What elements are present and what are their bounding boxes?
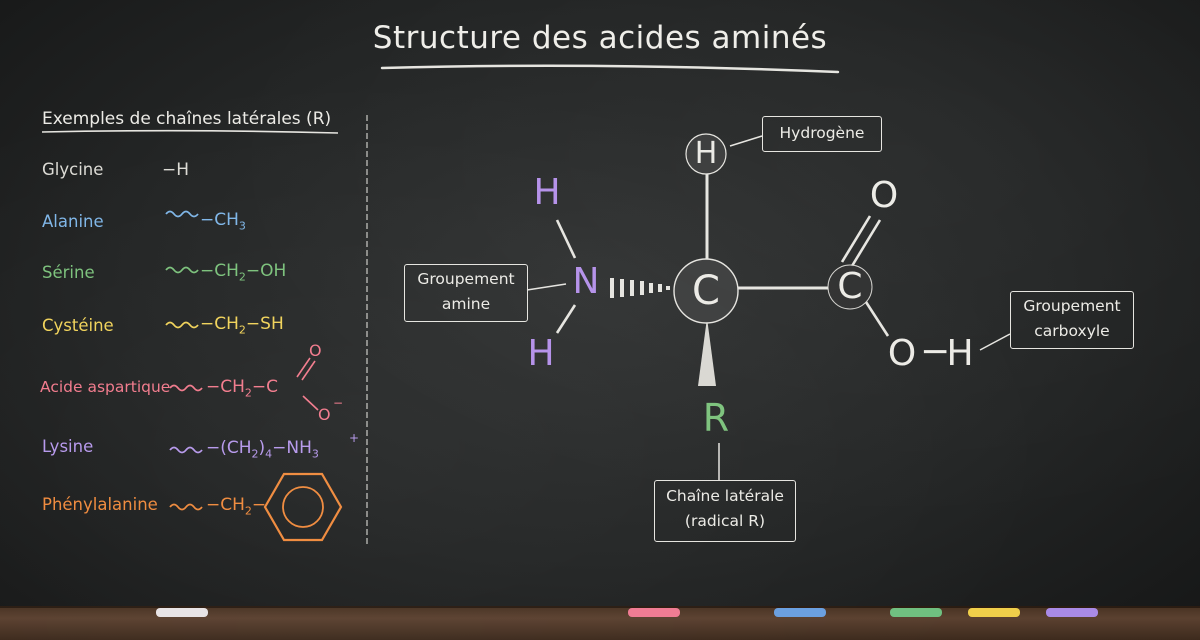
atom-carbon-alpha: C: [692, 268, 720, 314]
legend-name-cysteine: Cystéine: [42, 316, 114, 335]
wave-alanine: [165, 210, 199, 218]
bond-n-h-top: [555, 219, 577, 259]
title-underline: [380, 64, 840, 74]
asp-double-bond-a: [296, 357, 311, 378]
formula-cysteine: −CH2−SH: [200, 314, 284, 337]
wave-phenylalanine: [169, 503, 203, 511]
formula-alanine: −CH3: [200, 210, 246, 233]
atom-carboxyl-carbon: C: [837, 266, 863, 307]
legend-name-glycine: Glycine: [42, 160, 104, 179]
atom-hydroxyl-hydrogen: H: [946, 333, 974, 374]
bond-c-oh: [864, 301, 890, 337]
asp-single-bond: [302, 395, 319, 411]
atom-hydrogen-top: H: [694, 136, 718, 171]
lysine-positive-charge: +: [349, 431, 360, 445]
bond-c-o-double-a: [840, 215, 872, 263]
formula-glycine: −H: [162, 160, 190, 180]
chalk-stick-purple: [1046, 608, 1098, 617]
bond-c-o-double-b: [850, 219, 882, 267]
atom-amine-hydrogen-top: H: [533, 172, 561, 213]
label-carboxyl-group: Groupement carboxyle: [1010, 291, 1134, 349]
legend-name-lysine: Lysine: [42, 437, 94, 456]
wave-serine: [165, 266, 199, 274]
chalk-stick-green: [890, 608, 942, 617]
wave-lysine: [169, 446, 203, 454]
label-amine-group: Groupement amine: [404, 264, 528, 322]
legend-name-phenylalanine: Phénylalanine: [42, 495, 158, 514]
page-title: Structure des acides aminés: [372, 20, 828, 56]
asp-anion-oxygen: O: [318, 405, 331, 424]
carboxyl-halo: [827, 264, 873, 310]
formula-serine: −CH2−OH: [200, 261, 287, 284]
wave-cysteine: [165, 321, 199, 329]
formula-phenylalanine: −CH2−: [206, 495, 267, 518]
atom-amine-hydrogen-bottom: H: [527, 333, 555, 374]
legend-name-serine: Sérine: [42, 263, 95, 282]
atom-nitrogen: N: [572, 261, 600, 302]
hydrogen-top-halo: [685, 133, 727, 175]
wave-aspartate: [169, 384, 203, 392]
leader-amine: [526, 283, 567, 291]
legend-name-aspartic-acid: Acide aspartique: [40, 378, 171, 396]
benzene-aromatic-circle: [282, 486, 324, 528]
legend-title: Exemples de chaînes latérales (R): [42, 109, 332, 129]
label-amine-line2: amine: [441, 295, 491, 313]
chalk-stick-blue: [774, 608, 826, 617]
asp-carbonyl-oxygen: O: [309, 341, 322, 360]
legend-name-alanine: Alanine: [42, 212, 104, 231]
atom-carbonyl-oxygen: O: [869, 175, 899, 216]
chalk-stick-white: [156, 608, 208, 617]
label-hydrogen: Hydrogène: [762, 116, 882, 152]
bond-n-h-bottom: [555, 304, 577, 334]
wedge-bond-c-r: [698, 318, 716, 386]
formula-aspartic-acid: −CH2−C: [206, 377, 279, 400]
label-side-chain-line2: (radical R): [684, 512, 766, 530]
chalk-stick-pink: [628, 608, 680, 617]
label-side-chain: Chaîne latérale (radical R): [654, 480, 796, 542]
label-carboxyl-line1: Groupement: [1023, 297, 1121, 315]
benzene-ring: [263, 472, 343, 542]
chalk-stick-yellow: [968, 608, 1020, 617]
legend-underline: [41, 129, 339, 134]
label-carboxyl-line2: carboxyle: [1034, 322, 1110, 340]
asp-double-bond-b: [301, 360, 316, 381]
label-amine-line1: Groupement: [417, 270, 515, 288]
leader-carboxyl: [979, 333, 1011, 351]
atom-side-chain-r: R: [702, 396, 730, 440]
label-side-chain-line1: Chaîne latérale: [666, 487, 784, 505]
asp-negative-charge: −: [333, 396, 344, 410]
leader-hydrogen: [729, 135, 763, 147]
hashed-bond-n-c: [610, 278, 670, 298]
formula-lysine: −(CH2)4−NH3: [206, 438, 319, 461]
carbon-halo: [673, 258, 739, 324]
atom-hydroxyl-oxygen: O: [887, 333, 917, 374]
